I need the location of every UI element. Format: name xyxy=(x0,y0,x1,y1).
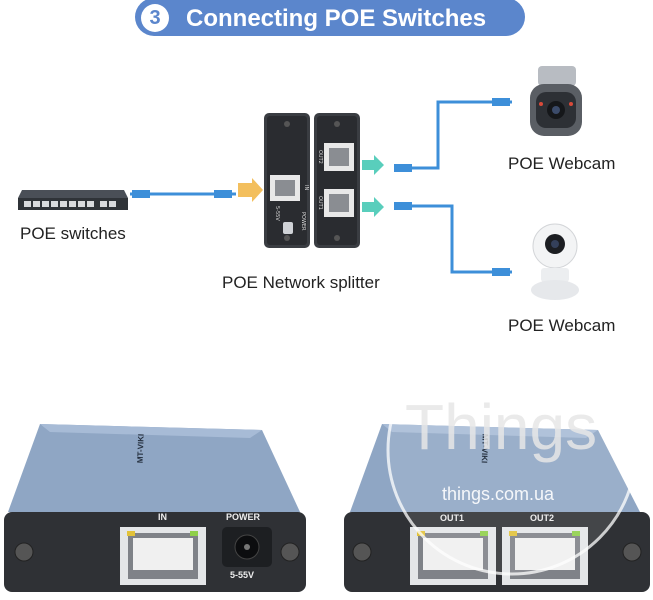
ptz-webcam-image xyxy=(530,66,582,136)
front-voltage-label: 5-55V xyxy=(230,570,255,580)
bottom-webcam-label: POE Webcam xyxy=(508,316,616,335)
cable-to-top-webcam xyxy=(396,100,512,170)
watermark-url: things.com.ua xyxy=(442,484,555,504)
rear-out1-label: OUT1 xyxy=(440,513,465,523)
splitter-front-photo xyxy=(4,424,306,592)
watermark-brand: Things xyxy=(405,391,598,463)
cable-to-bottom-webcam xyxy=(396,204,512,274)
splitter-out-unit: OUT2 OUT1 xyxy=(314,113,360,248)
cable-switch-to-splitter xyxy=(130,190,236,198)
splitter-in-unit: IN 5-55V POWER xyxy=(264,113,310,248)
splitter-in-label: IN xyxy=(303,185,309,190)
splitter-voltage-label: 5-55V xyxy=(274,206,280,221)
top-webcam-label: POE Webcam xyxy=(508,154,616,173)
output-arrow-bottom xyxy=(362,197,384,217)
rear-out2-label: OUT2 xyxy=(530,513,555,523)
watermark-circle xyxy=(386,324,638,576)
step-number: 3 xyxy=(141,4,169,32)
poe-switch-image xyxy=(18,190,128,210)
splitter-power-label: POWER xyxy=(300,212,306,231)
input-arrow xyxy=(238,178,263,202)
front-in-label: IN xyxy=(158,512,167,522)
title-banner xyxy=(135,0,525,36)
indoor-webcam-image xyxy=(531,223,579,300)
front-brand-label: MT-VIKI xyxy=(135,433,146,464)
page-title: Connecting POE Switches xyxy=(186,5,487,32)
splitter-label: POE Network splitter xyxy=(222,273,380,292)
front-power-label: POWER xyxy=(226,512,261,522)
output-arrow-top xyxy=(362,155,384,175)
splitter-out1-label: OUT1 xyxy=(317,196,323,210)
splitter-out2-label: OUT2 xyxy=(317,150,323,164)
poe-switches-label: POE switches xyxy=(20,224,126,243)
